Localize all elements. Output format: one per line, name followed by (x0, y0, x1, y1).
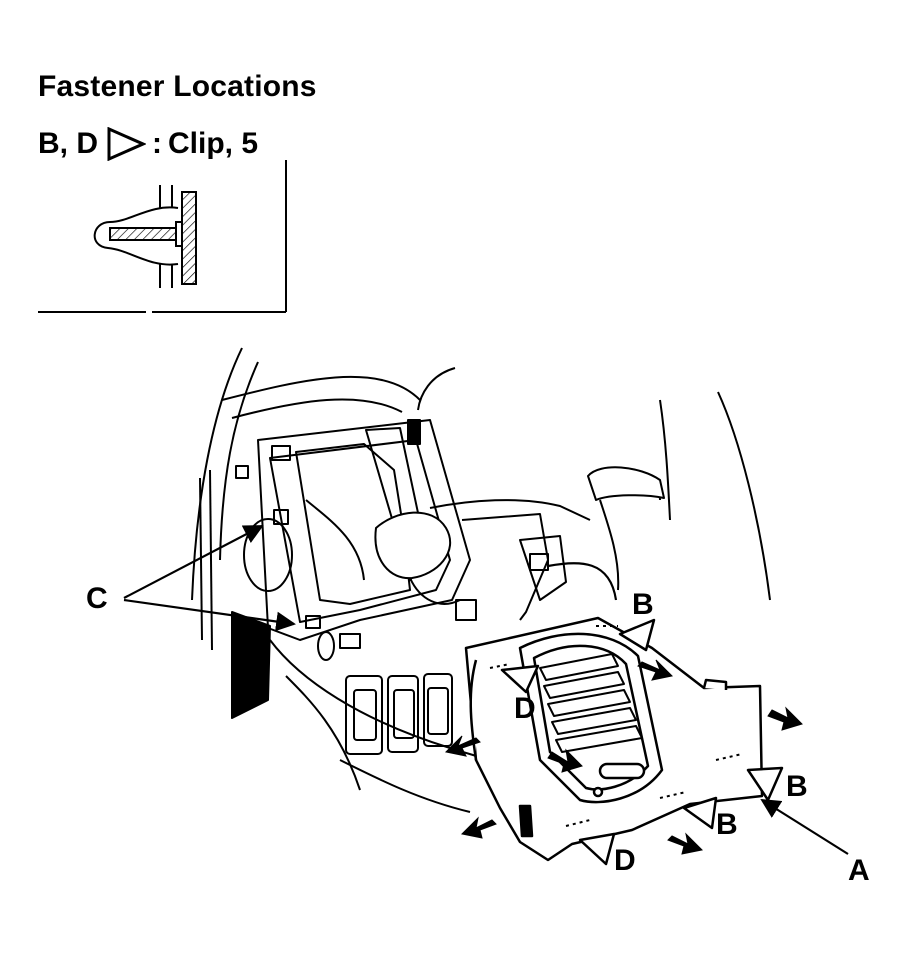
removal-arrow-4 (547, 748, 583, 773)
clip-marker-b-bottom (682, 796, 718, 830)
clip-marker-b-right (746, 766, 784, 802)
clip-marker-d-bottom (578, 832, 616, 866)
clip-marker-b-top (618, 618, 656, 652)
removal-arrows (444, 659, 803, 855)
clip-markers (500, 618, 784, 866)
clip-detail-inset (38, 160, 287, 313)
legend-prefix: B, D (38, 127, 98, 160)
panel-a (464, 616, 764, 862)
leader-c-lower (123, 598, 296, 632)
leader-a (760, 798, 849, 855)
fastener-legend: B, D : Clip, 5 (38, 124, 258, 164)
callout-d-bottom: D (614, 844, 636, 877)
callout-b-right: B (786, 770, 808, 803)
legend-separator: : (152, 127, 162, 160)
page-title: Fastener Locations (38, 70, 317, 103)
removal-arrow-5 (460, 816, 497, 839)
leader-c-upper (123, 525, 264, 599)
callout-b-top: B (632, 588, 654, 621)
callout-a: A (848, 854, 870, 887)
removal-arrow-3 (444, 735, 481, 757)
removal-arrow-1 (637, 659, 674, 681)
callout-d-left: D (514, 692, 536, 725)
legend-text: Clip, 5 (168, 127, 259, 160)
clip-triangle-icon (107, 127, 146, 161)
removal-arrow-6 (667, 832, 704, 855)
callout-c: C (86, 582, 108, 615)
dashboard-structure (191, 347, 771, 813)
callout-b-bottom: B (716, 808, 738, 841)
leader-lines (123, 525, 849, 855)
leader-panel-clip (547, 562, 618, 601)
removal-arrow-2 (767, 706, 803, 731)
clip-marker-d-left (500, 664, 540, 694)
